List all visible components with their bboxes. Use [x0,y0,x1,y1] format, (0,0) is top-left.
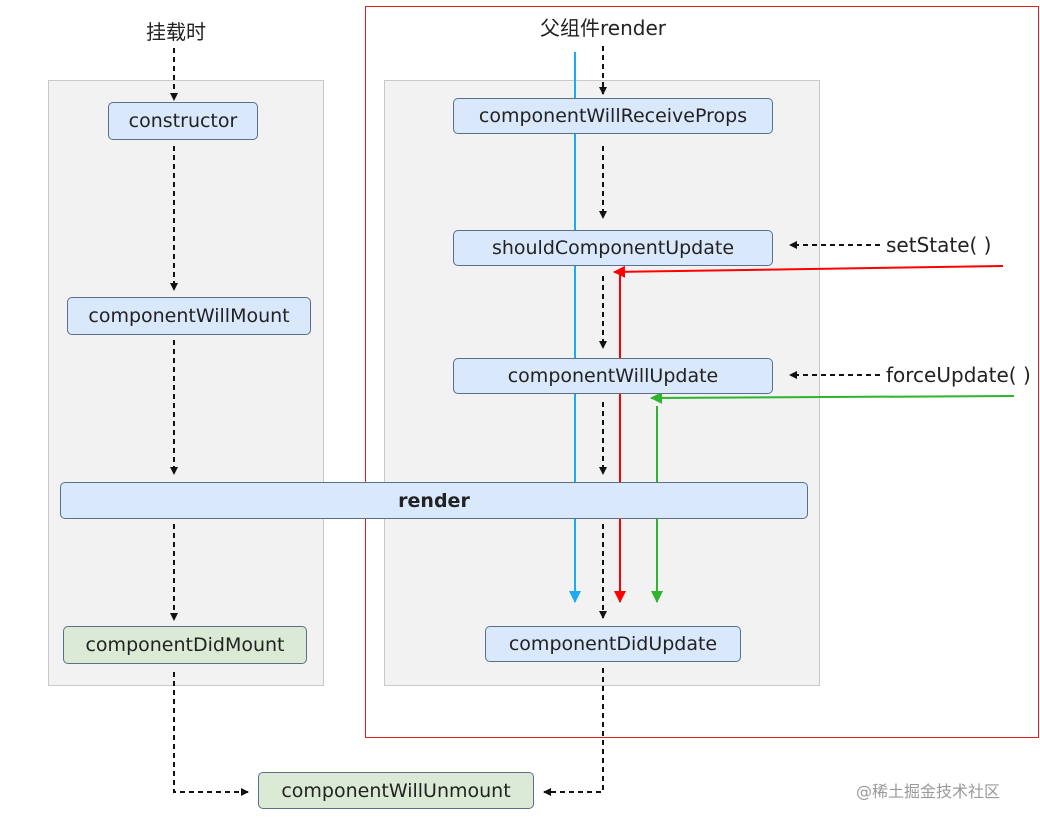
set-state-label: setState( ) [886,233,992,257]
force-update-label: forceUpdate( ) [886,363,1031,387]
arrow-didmount-to-unmount [173,672,249,796]
component-will-mount-node: componentWillMount [67,297,311,335]
watermark: @稀土掘金技术社区 [856,782,1001,801]
parent-render-label: 父组件render [540,16,666,40]
mount-panel [48,80,324,686]
component-did-update-node: componentDidUpdate [485,626,741,662]
component-will-receive-props-node: componentWillReceiveProps [453,98,773,134]
component-will-update-node: componentWillUpdate [453,358,773,394]
mount-label: 挂载时 [146,20,206,44]
constructor-node: constructor [108,102,258,140]
arrow-didupdate-to-unmount [543,668,604,796]
should-component-update-node: shouldComponentUpdate [453,230,773,266]
render-node: render [60,482,808,519]
component-will-unmount-node: componentWillUnmount [258,772,534,809]
component-did-mount-node: componentDidMount [63,626,307,664]
force-update-path [650,391,1015,404]
set-state-path [613,265,1004,278]
update-highlight-frame [365,6,1039,738]
